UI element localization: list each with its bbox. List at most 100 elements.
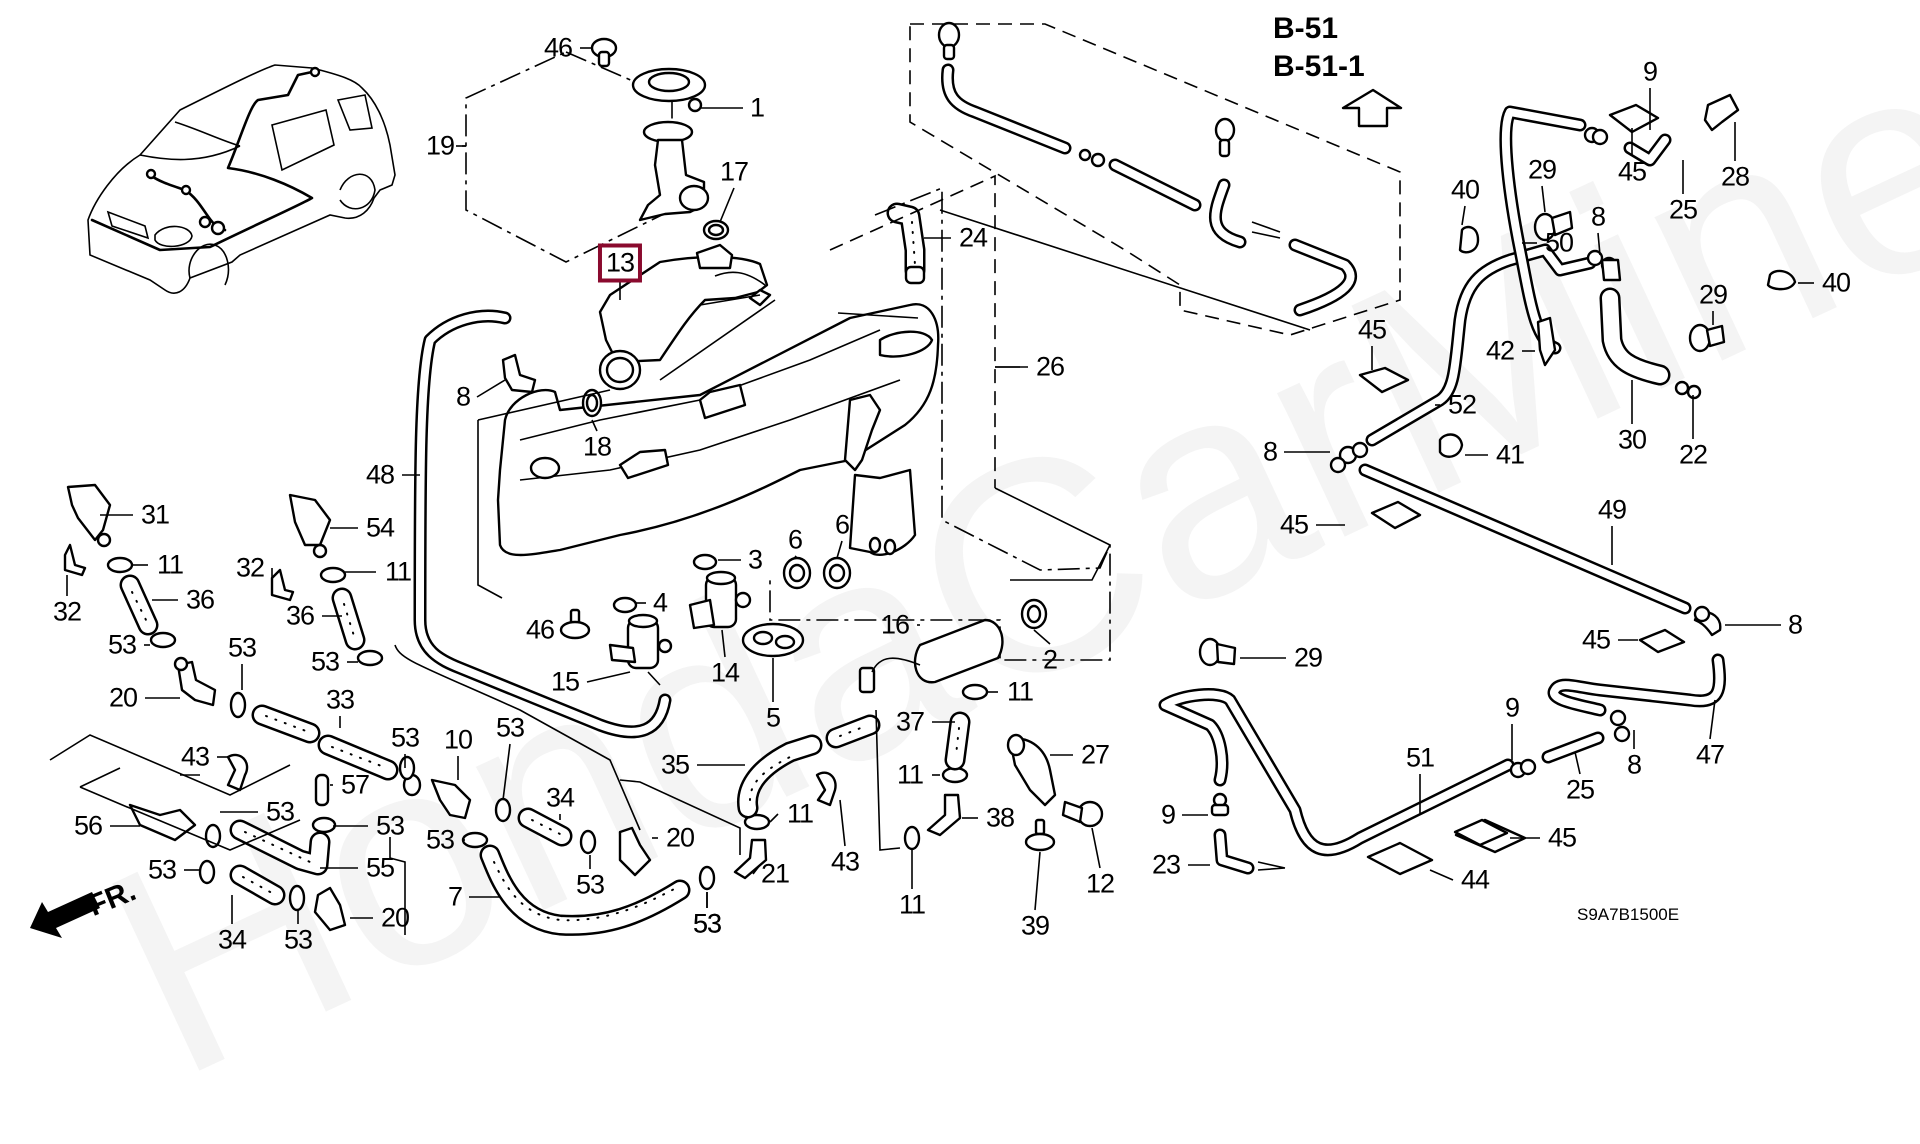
callout-part-41[interactable]: 41 <box>1495 439 1525 470</box>
callout-leader-17 <box>719 187 735 223</box>
callout-part-45[interactable]: 45 <box>1547 822 1577 853</box>
callout-part-43[interactable]: 43 <box>180 741 210 772</box>
callout-part-25[interactable]: 25 <box>1668 194 1698 225</box>
callout-part-21[interactable]: 21 <box>760 858 790 889</box>
callout-part-34[interactable]: 34 <box>217 924 247 955</box>
callout-part-37[interactable]: 37 <box>895 706 925 737</box>
callout-part-53[interactable]: 53 <box>227 632 257 663</box>
callout-part-6[interactable]: 6 <box>834 509 850 540</box>
callout-part-9[interactable]: 9 <box>1160 799 1176 830</box>
callout-part-50[interactable]: 50 <box>1544 227 1574 258</box>
callout-part-5[interactable]: 5 <box>765 702 781 733</box>
callout-part-8[interactable]: 8 <box>455 381 471 412</box>
callout-part-51[interactable]: 51 <box>1405 742 1435 773</box>
callout-part-2[interactable]: 2 <box>1042 644 1058 675</box>
callout-part-40[interactable]: 40 <box>1821 267 1851 298</box>
callout-part-8[interactable]: 8 <box>1626 749 1642 780</box>
callout-part-25[interactable]: 25 <box>1565 774 1595 805</box>
callout-part-23[interactable]: 23 <box>1151 849 1181 880</box>
callout-part-45[interactable]: 45 <box>1581 624 1611 655</box>
callout-part-11[interactable]: 11 <box>156 549 184 580</box>
callout-part-49[interactable]: 49 <box>1597 494 1627 525</box>
callout-part-14[interactable]: 14 <box>710 657 740 688</box>
callout-part-52[interactable]: 52 <box>1447 389 1477 420</box>
reference-b51-1[interactable]: B-51-1 <box>1273 50 1365 83</box>
callout-part-29[interactable]: 29 <box>1293 642 1323 673</box>
callout-part-19[interactable]: 19 <box>425 130 455 161</box>
callout-part-43[interactable]: 43 <box>830 846 860 877</box>
callout-part-11[interactable]: 11 <box>786 798 814 829</box>
callout-part-53[interactable]: 53 <box>495 712 525 743</box>
callout-part-54[interactable]: 54 <box>365 512 395 543</box>
callout-part-9[interactable]: 9 <box>1642 56 1658 87</box>
callout-part-8[interactable]: 8 <box>1590 201 1606 232</box>
callout-part-17[interactable]: 17 <box>719 156 749 187</box>
callout-part-31[interactable]: 31 <box>140 499 170 530</box>
callout-part-53[interactable]: 53 <box>283 924 313 955</box>
callout-part-15[interactable]: 15 <box>550 666 580 697</box>
callout-part-53[interactable]: 53 <box>265 796 295 827</box>
callout-part-29[interactable]: 29 <box>1527 154 1557 185</box>
callout-part-53[interactable]: 53 <box>375 810 405 841</box>
reference-b51[interactable]: B-51 <box>1273 12 1339 45</box>
callout-part-46[interactable]: 46 <box>525 614 555 645</box>
callout-part-29[interactable]: 29 <box>1698 279 1728 310</box>
callout-part-28[interactable]: 28 <box>1720 161 1750 192</box>
callout-part-18[interactable]: 18 <box>582 431 612 462</box>
callout-part-55[interactable]: 55 <box>365 852 395 883</box>
callout-part-11[interactable]: 11 <box>384 556 412 587</box>
callout-part-53[interactable]: 53 <box>692 908 722 939</box>
callout-part-48[interactable]: 48 <box>365 459 395 490</box>
callout-part-8[interactable]: 8 <box>1787 609 1803 640</box>
callout-part-53[interactable]: 53 <box>107 629 137 660</box>
callout-part-47[interactable]: 47 <box>1695 739 1725 770</box>
callout-part-20[interactable]: 20 <box>108 682 138 713</box>
callout-part-1[interactable]: 1 <box>749 92 765 123</box>
callout-part-3[interactable]: 3 <box>747 544 763 575</box>
callout-part-32[interactable]: 32 <box>52 596 82 627</box>
callout-part-36[interactable]: 36 <box>285 600 315 631</box>
callout-part-39[interactable]: 39 <box>1020 910 1050 941</box>
callout-part-4[interactable]: 4 <box>652 587 668 618</box>
callout-part-12[interactable]: 12 <box>1085 868 1115 899</box>
callout-part-40[interactable]: 40 <box>1450 174 1480 205</box>
callout-part-22[interactable]: 22 <box>1678 439 1708 470</box>
callout-part-53[interactable]: 53 <box>692 908 722 939</box>
callout-part-45[interactable]: 45 <box>1279 509 1309 540</box>
callout-part-11[interactable]: 11 <box>1006 676 1034 707</box>
callout-part-34[interactable]: 34 <box>545 782 575 813</box>
callout-leader-21 <box>752 864 761 875</box>
callout-part-35[interactable]: 35 <box>660 749 690 780</box>
callout-part-56[interactable]: 56 <box>73 810 103 841</box>
callout-part-24[interactable]: 24 <box>958 222 988 253</box>
callout-part-16[interactable]: 16 <box>880 609 910 640</box>
callout-part-20[interactable]: 20 <box>380 902 410 933</box>
callout-part-38[interactable]: 38 <box>985 802 1015 833</box>
callout-part-44[interactable]: 44 <box>1460 864 1490 895</box>
callout-part-27[interactable]: 27 <box>1080 739 1110 770</box>
callout-part-53[interactable]: 53 <box>575 869 605 900</box>
callout-part-6[interactable]: 6 <box>787 524 803 555</box>
callout-part-32[interactable]: 32 <box>235 552 265 583</box>
callout-part-11[interactable]: 11 <box>898 889 926 920</box>
callout-part-45[interactable]: 45 <box>1617 156 1647 187</box>
callout-part-26[interactable]: 26 <box>1035 351 1065 382</box>
callout-part-57[interactable]: 57 <box>340 769 370 800</box>
callout-part-53[interactable]: 53 <box>390 722 420 753</box>
callout-part-11[interactable]: 11 <box>896 759 924 790</box>
callout-part-10[interactable]: 10 <box>443 724 473 755</box>
callout-part-46[interactable]: 46 <box>543 32 573 63</box>
callout-part-30[interactable]: 30 <box>1617 424 1647 455</box>
callout-part-33[interactable]: 33 <box>325 684 355 715</box>
callout-part-8[interactable]: 8 <box>1262 436 1278 467</box>
callout-part-36[interactable]: 36 <box>185 584 215 615</box>
callout-part-42[interactable]: 42 <box>1485 335 1515 366</box>
callout-part-20[interactable]: 20 <box>665 822 695 853</box>
callout-part-7[interactable]: 7 <box>447 881 463 912</box>
callout-part-45[interactable]: 45 <box>1357 314 1387 345</box>
callout-part-53[interactable]: 53 <box>147 854 177 885</box>
callout-part-53[interactable]: 53 <box>425 824 455 855</box>
callout-highlighted-part-13[interactable]: 13 <box>597 243 643 283</box>
callout-part-53[interactable]: 53 <box>310 646 340 677</box>
callout-part-9[interactable]: 9 <box>1504 692 1520 723</box>
